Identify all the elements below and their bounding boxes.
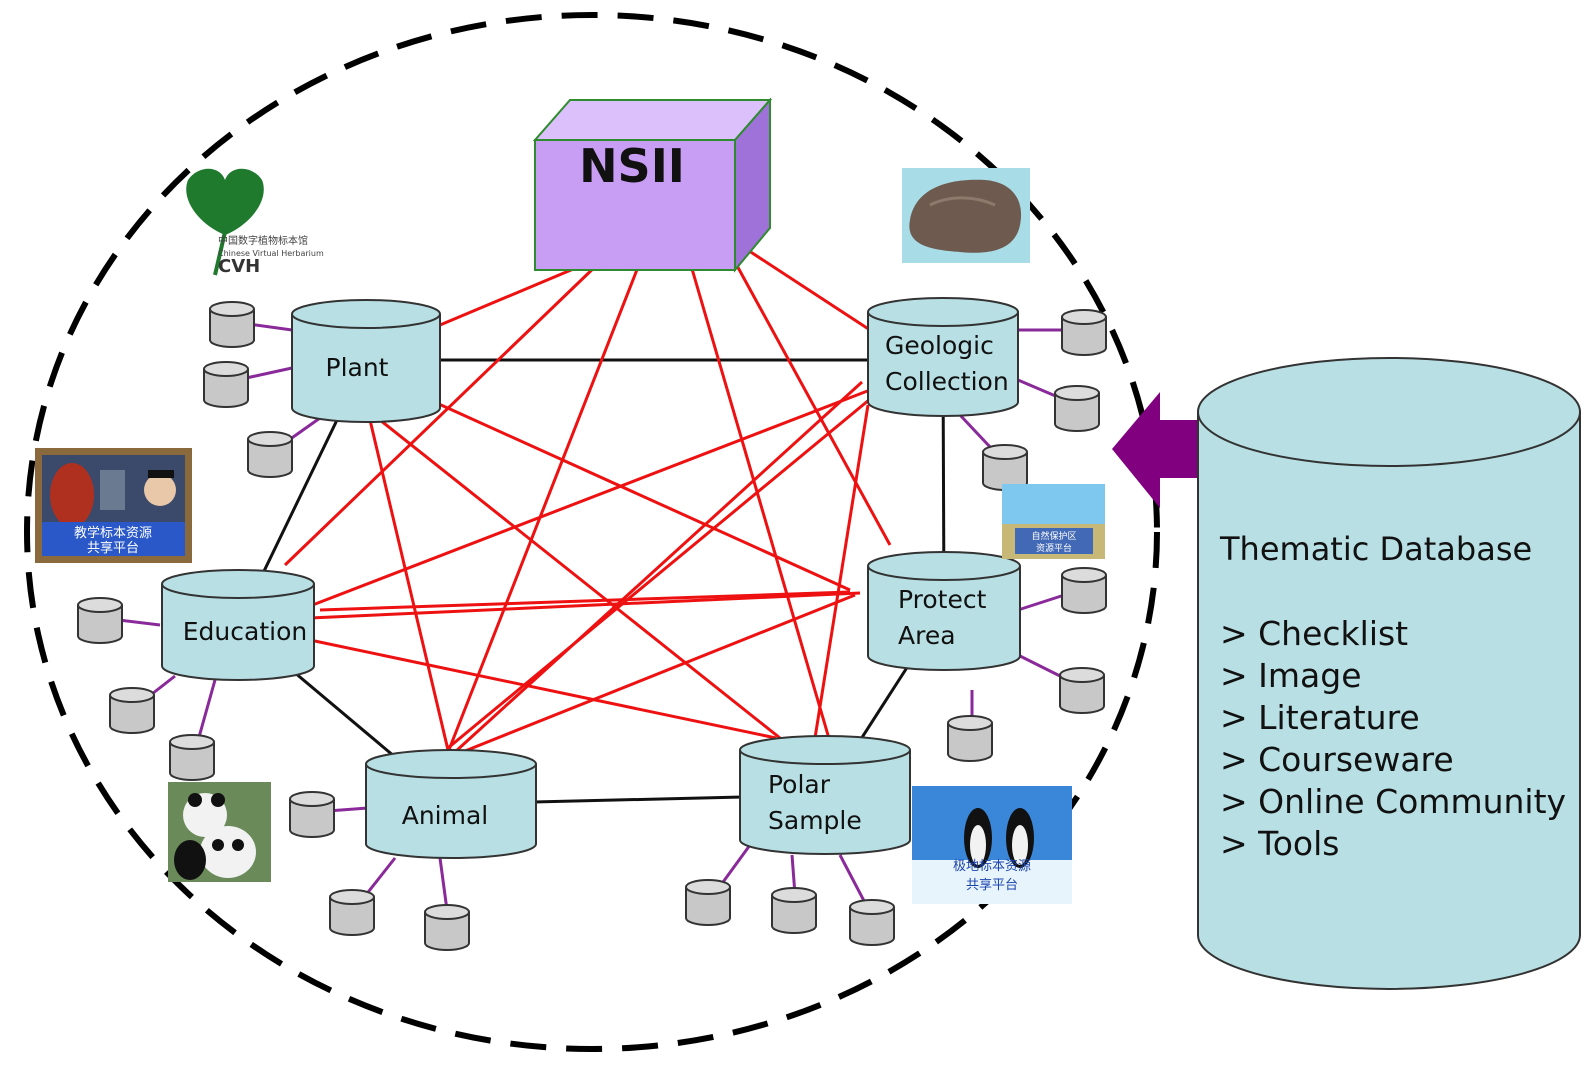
satellite-db-5 [958,413,1028,491]
thematic-db-items: > Checklist> Image> Literature> Coursewa… [1220,614,1566,863]
satellite-db-14 [424,857,470,951]
red-link-4 [733,261,892,546]
red-links [283,243,892,761]
red-link-1 [283,260,602,567]
protect-area-image: 自然保护区 资源平台 [1002,484,1105,559]
node-polar-label-0: Polar [768,770,831,799]
satellite-db-10 [109,674,176,734]
thematic-db-item-5: > Tools [1220,824,1339,863]
education-caption-line2: 共享平台 [87,540,139,556]
thematic-db-item-3: > Courseware [1220,740,1454,779]
red-link-9 [309,388,871,608]
red-link-0 [439,260,591,327]
thematic-db-item-4: > Online Community [1220,782,1566,821]
satellite-db-3 [1018,309,1107,356]
red-link-12 [453,380,864,754]
nsii-hub: NSII [532,97,773,273]
satellite-db-0 [209,301,293,348]
federation-boundary [24,12,1160,1052]
red-link-6 [368,419,450,751]
ginkgo-leaf-icon [186,168,264,235]
node-polar-label-1: Sample [768,806,862,835]
satellite-db-8 [947,690,993,762]
node-education-label-0: Education [183,617,307,646]
node-plant-label-0: Plant [326,353,389,382]
polar-caption-line1: 极地标本资源 [953,859,1031,874]
education-caption-line1: 教学标本资源 [74,525,152,541]
node-plant: Plant [291,299,441,423]
red-link-14 [309,591,861,620]
satellite-db-15 [685,844,752,926]
red-link-2 [443,261,642,761]
node-protect-label-0: Protect [898,585,987,614]
node-education: Education [161,569,315,681]
protect-caption-line1: 自然保护区 [1031,530,1076,542]
thematic-db-item-1: > Image [1220,656,1362,695]
satellite-db-2 [247,416,321,478]
red-link-5 [739,243,871,332]
satellite-db-16 [771,854,817,934]
satellite-db-1 [203,361,293,408]
thematic-db-item-2: > Literature [1220,698,1420,737]
red-link-11 [813,404,870,739]
satellite-db-7 [1017,653,1105,714]
cvh-sub-english: Chinese Virtual Herbarium [218,249,324,258]
satellite-db-11 [169,679,217,781]
red-link-15 [454,593,856,757]
red-link-8 [429,398,851,592]
satellite-databases [77,301,1107,951]
red-link-7 [379,418,781,740]
node-protect-label-1: Area [898,621,956,650]
red-link-13 [309,638,777,740]
red-link-10 [447,393,876,750]
satellite-db-9 [77,597,161,644]
node-geologic-label-1: Collection [885,367,1009,396]
cvh-logo: 中国数字植物标本馆 Chinese Virtual Herbarium CVH [186,168,324,277]
node-animal: Animal [365,749,537,859]
satellite-db-4 [1017,378,1100,432]
polar-penguin-image: 极地标本资源 共享平台 [912,786,1072,904]
node-geologic-label-0: Geologic [885,331,994,360]
polar-caption-line2: 共享平台 [966,877,1018,893]
red-link-16 [319,590,851,612]
satellite-db-12 [289,791,369,838]
red-link-3 [688,261,832,743]
cvh-sub-chinese: 中国数字植物标本馆 [218,234,308,247]
satellite-db-17 [838,854,895,946]
thematic-db-title: Thematic Database [1219,530,1532,568]
rock-specimen-image [902,168,1030,263]
nsii-label: NSII [579,139,685,193]
protect-caption-line2: 资源平台 [1036,542,1072,554]
satellite-db-13 [329,857,397,936]
thematic-database: Thematic Database > Checklist> Image> Li… [1197,357,1581,990]
cvh-label: CVH [218,256,260,277]
thematic-db-item-0: > Checklist [1220,614,1408,653]
node-animal-label-0: Animal [402,801,489,830]
education-platform-image: 教学标本资源 共享平台 [35,448,192,563]
satellite-db-6 [1017,567,1107,614]
panda-image [168,782,271,882]
